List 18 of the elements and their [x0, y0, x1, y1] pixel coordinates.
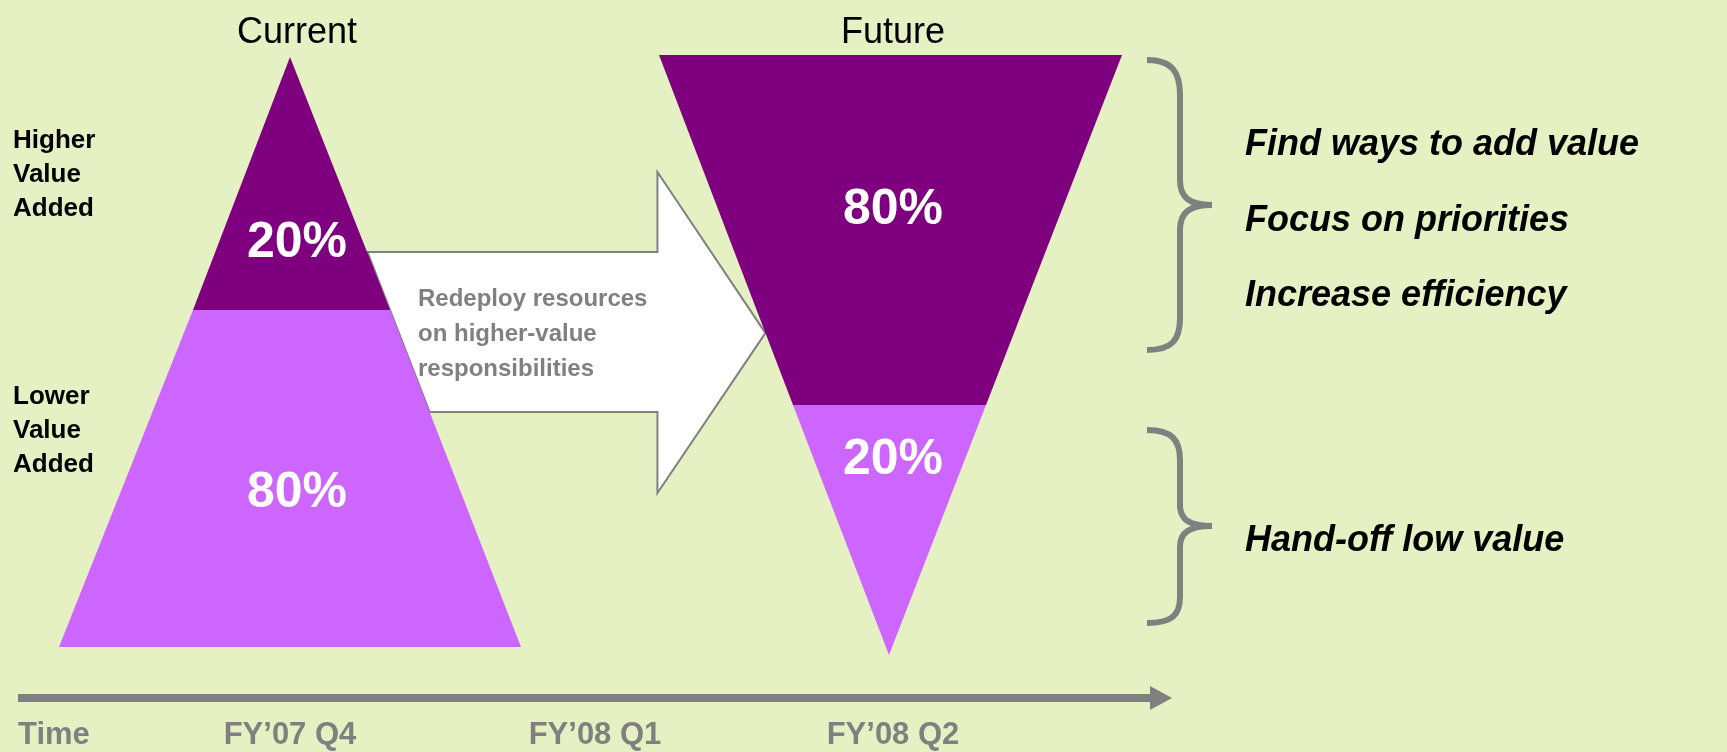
percentage-label: 80%: [246, 465, 348, 515]
time-tick-label: FY’08 Q1: [528, 716, 662, 752]
percentage-label: 20%: [246, 215, 348, 265]
action-text: Focus on priorities: [1245, 198, 1570, 240]
action-text: Hand-off low value: [1245, 518, 1565, 560]
column-heading: Current: [237, 10, 357, 52]
edge-label: Redeploy resources on higher-value responsibilities: [418, 283, 649, 383]
action-text: Increase efficiency: [1245, 273, 1567, 315]
percentage-label: 80%: [842, 182, 944, 232]
action-text: Find ways to add value: [1245, 122, 1640, 164]
axis-title: Time: [18, 716, 90, 752]
time-tick-label: FY’07 Q4: [223, 716, 357, 752]
column-heading: Future: [841, 10, 945, 52]
block-arrow: [366, 168, 767, 497]
axis-category-label: Higher Value Added: [13, 123, 97, 224]
axis-category-label: Lower Value Added: [13, 379, 95, 480]
time-tick-label: FY’08 Q2: [826, 716, 960, 752]
percentage-label: 20%: [842, 432, 944, 482]
